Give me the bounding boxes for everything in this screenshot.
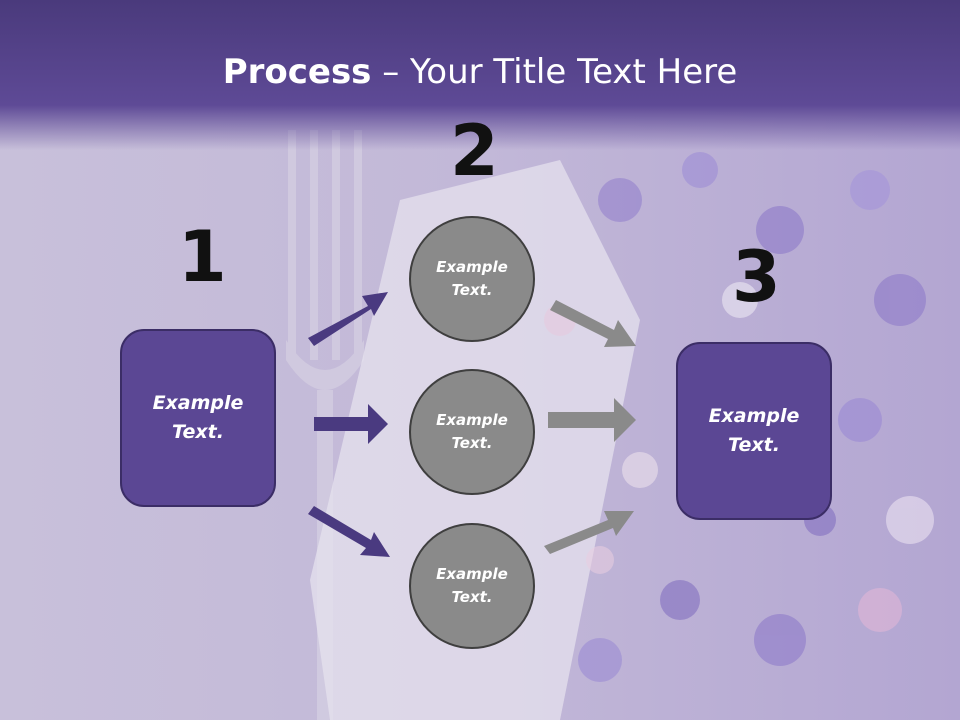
arrow-up-right-gray-icon (544, 511, 634, 554)
circle-top-text-line1: Example (436, 258, 508, 276)
step-number-1: 1 (178, 216, 227, 298)
purple-arrows (308, 292, 390, 557)
circle-bottom-text-line1: Example (436, 565, 508, 583)
arrow-up-right-icon (308, 292, 388, 346)
arrow-right-icon (314, 404, 388, 444)
circle-bottom-text-line2: Text. (451, 588, 493, 606)
gray-arrows (544, 300, 636, 554)
circle-middle-text-line1: Example (436, 411, 508, 429)
step-1-text-line1: Example (152, 392, 244, 414)
arrow-down-right-gray-icon (550, 300, 636, 347)
step-number-3: 3 (732, 236, 781, 318)
title-bold: Process (222, 52, 372, 92)
step-3-text-line1: Example (708, 405, 800, 427)
step-3-text-line2: Text. (728, 434, 780, 456)
title-bar (0, 0, 960, 150)
arrow-right-gray-icon (548, 398, 636, 442)
arrow-down-right-icon (308, 506, 390, 557)
circle-top-text-line2: Text. (451, 281, 493, 299)
slide-title: Process – Your Title Text Here (0, 52, 960, 92)
circle-middle-text-line2: Text. (451, 434, 493, 452)
step-number-2: 2 (450, 110, 499, 192)
title-rest: – Your Title Text Here (371, 52, 738, 92)
step-1-text-line2: Text. (172, 421, 224, 443)
